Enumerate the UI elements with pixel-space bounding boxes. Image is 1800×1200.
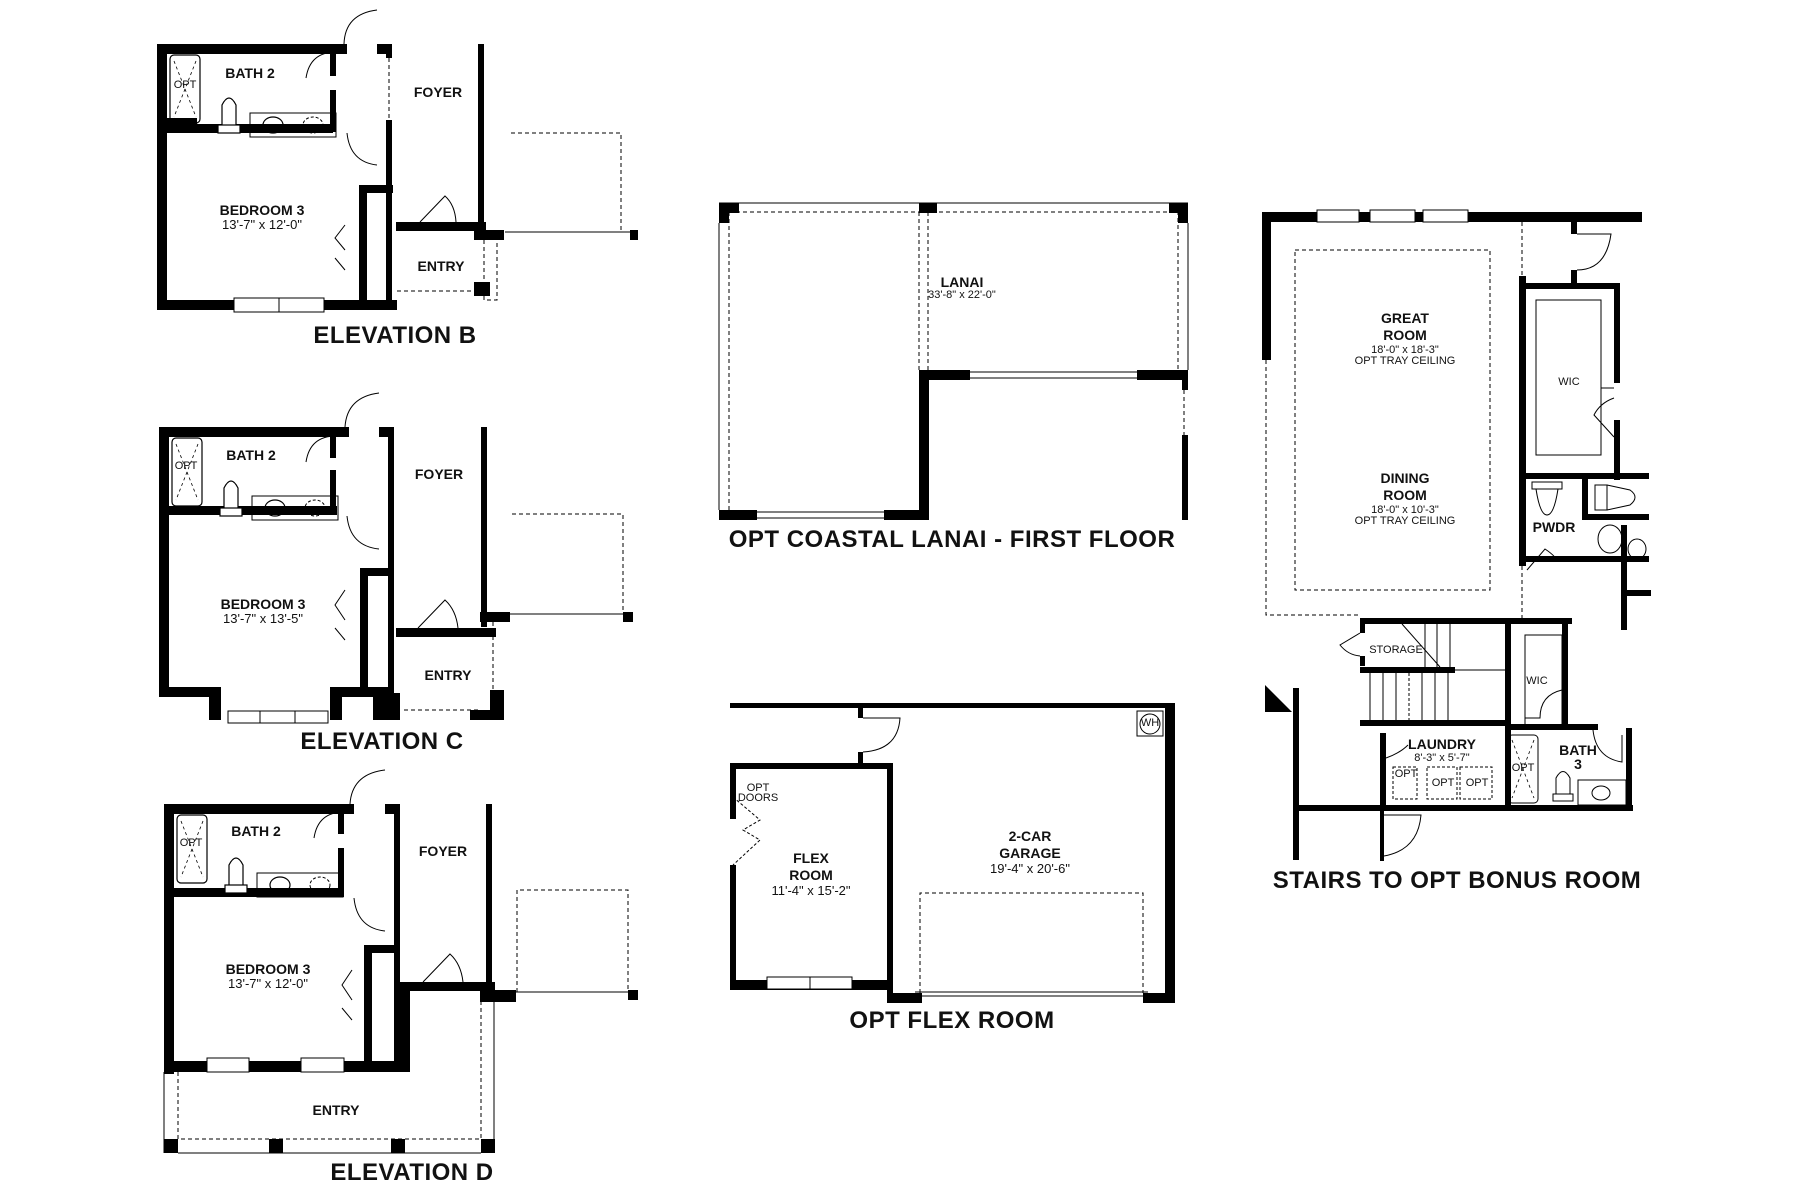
bath-3-number: 3: [1574, 756, 1582, 772]
entry-label: ENTRY: [424, 667, 472, 683]
garage-label-2: GARAGE: [999, 845, 1061, 861]
wic-upper-label: WIC: [1558, 376, 1580, 388]
garage-dimensions: 19'-4" x 20'-6": [990, 861, 1070, 876]
bath-2-label: BATH 2: [231, 823, 281, 839]
great-room-label-2: ROOM: [1383, 327, 1427, 343]
flex-room-dimensions: 11'-4" x 15'-2": [771, 883, 851, 898]
bedroom-3-label: BEDROOM 3: [220, 596, 306, 612]
lanai-dimensions: 33'-8" x 22'-0": [928, 289, 996, 301]
dining-room-label-2: ROOM: [1383, 487, 1427, 503]
bath-2-label: BATH 2: [226, 447, 276, 463]
opt-sink-label: OPT: [1394, 768, 1418, 780]
great-room-note: OPT TRAY CEILING: [1354, 355, 1456, 367]
powder-room-label: PWDR: [1532, 519, 1576, 535]
bedroom-3-dimensions: 13'-7" x 12'-0": [222, 217, 302, 232]
great-room-dimensions: 18'-0" x 18'-3": [1371, 344, 1439, 356]
bath-2-label: BATH 2: [225, 65, 275, 81]
stairs-bonus-title: STAIRS TO OPT BONUS ROOM: [1272, 867, 1642, 894]
foyer-label: FOYER: [418, 843, 468, 859]
laundry-label: LAUNDRY: [1408, 736, 1476, 752]
tub-opt-label: OPT: [1511, 762, 1535, 774]
foyer-label: FOYER: [413, 84, 463, 100]
foyer-label: FOYER: [414, 466, 464, 482]
dining-room-note: OPT TRAY CEILING: [1354, 515, 1456, 527]
opt-doors-label: OPT: [746, 782, 770, 794]
dining-room-label: DINING: [1380, 470, 1430, 486]
lanai-plan: [718, 202, 1189, 520]
great-room-label: GREAT: [1381, 310, 1429, 326]
elevation-c-title: ELEVATION C: [300, 728, 464, 755]
laundry-dimensions: 8'-3" x 5'-7": [1414, 752, 1470, 764]
bedroom-3-dimensions: 13'-7" x 12'-0": [228, 976, 308, 991]
storage-label: STORAGE: [1369, 644, 1423, 656]
elevation-c-plan: [159, 392, 633, 724]
garage-label: 2-CAR: [1008, 828, 1052, 844]
bath-3-label: BATH: [1559, 742, 1597, 758]
lanai-label: LANAI: [940, 274, 984, 290]
opt-dryer-label: OPT: [1465, 777, 1489, 789]
flex-room-label: FLEX: [793, 850, 829, 866]
tub-opt-label: OPT: [173, 79, 197, 91]
flex-room-label-2: ROOM: [789, 867, 833, 883]
stairs-bonus-plan: [1262, 209, 1651, 861]
entry-label: ENTRY: [417, 258, 465, 274]
dining-room-dimensions: 18'-0" x 10'-3": [1371, 504, 1439, 516]
water-heater-label: WH: [1140, 717, 1160, 729]
elevation-d-plan: [163, 769, 638, 1154]
elevation-d-title: ELEVATION D: [330, 1159, 494, 1186]
flex-room-title: OPT FLEX ROOM: [849, 1007, 1055, 1034]
tub-opt-label: OPT: [179, 837, 203, 849]
opt-washer-label: OPT: [1431, 777, 1455, 789]
elevation-b-plan: [157, 9, 638, 313]
entry-label: ENTRY: [312, 1102, 360, 1118]
bedroom-3-label: BEDROOM 3: [225, 961, 311, 977]
elevation-b-title: ELEVATION B: [313, 322, 477, 349]
lanai-title: OPT COASTAL LANAI - FIRST FLOOR: [728, 526, 1176, 553]
bedroom-3-dimensions: 13'-7" x 13'-5": [223, 611, 303, 626]
opt-doors-label-2: DOORS: [737, 792, 779, 804]
bedroom-3-label: BEDROOM 3: [219, 202, 305, 218]
tub-opt-label: OPT: [174, 460, 198, 472]
flex-garage-plan: [730, 703, 1175, 1003]
wic-lower-label: WIC: [1526, 675, 1548, 687]
